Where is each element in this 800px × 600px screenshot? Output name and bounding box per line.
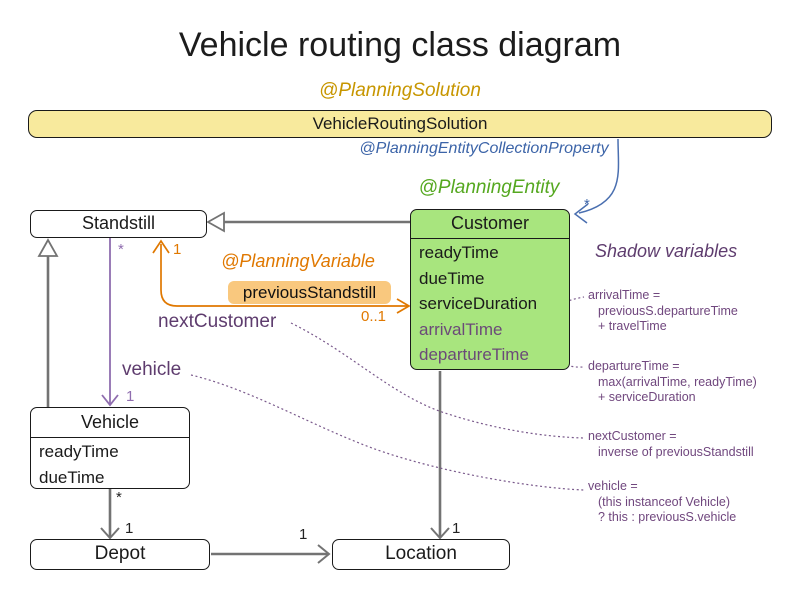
class-box-vehicle: Vehicle readyTime dueTime <box>30 407 190 489</box>
next-customer-label: nextCustomer <box>158 311 277 332</box>
multiplicity-solution-customers: * <box>584 196 590 213</box>
inheritance-arrow-customer-standstill <box>206 211 411 233</box>
class-box-depot: Depot <box>30 539 210 570</box>
note-line: inverse of previousStandstill <box>598 444 754 459</box>
class-box-vehicle-routing-solution: VehicleRoutingSolution <box>28 110 772 138</box>
shadow-variables-heading: Shadow variables <box>595 241 738 261</box>
annotation-planning-entity-collection-property: @PlanningEntityCollectionProperty <box>359 140 609 157</box>
shadow-note-next-customer: nextCustomer = inverse of previousStands… <box>588 429 754 460</box>
shadow-note-departure-time: departureTime = max(arrivalTime, readyTi… <box>588 359 757 406</box>
class-field: serviceDuration <box>419 294 538 313</box>
inheritance-arrow-vehicle-standstill <box>37 238 59 408</box>
note-line: ? this : previousS.vehicle <box>598 510 737 524</box>
previous-standstill-highlight-label: previousStandstill <box>228 281 391 304</box>
page-title: Vehicle routing class diagram <box>178 26 622 64</box>
note-line: vehicle = <box>588 479 638 493</box>
vehicle-association-label: vehicle <box>122 359 182 380</box>
planning-variable-arrow-previous-standstill <box>152 239 411 314</box>
collection-arrow-solution-customer <box>573 138 620 224</box>
class-field: readyTime <box>419 243 499 262</box>
class-name: Depot <box>94 543 146 564</box>
shadow-note-arrival-time: arrivalTime = previousS.departureTime + … <box>588 288 738 335</box>
multiplicity-vehicle-depot-target: 1 <box>125 520 134 537</box>
class-name: VehicleRoutingSolution <box>312 114 488 133</box>
class-field: dueTime <box>419 268 485 288</box>
shadow-note-vehicle: vehicle = (this instanceof Vehicle) ? th… <box>588 479 736 526</box>
multiplicity-depot-location-target: 1 <box>299 526 308 543</box>
class-shadow-field: departureTime <box>419 345 529 364</box>
class-name: Vehicle <box>80 412 140 432</box>
annotation-planning-entity: @PlanningEntity <box>418 177 560 198</box>
note-leader-next-customer <box>290 322 585 439</box>
annotation-planning-solution: @PlanningSolution <box>319 80 481 101</box>
class-box-standstill: Standstill <box>30 210 207 238</box>
annotation-planning-variable: @PlanningVariable <box>221 251 375 271</box>
association-arrow-depot-location <box>211 544 331 564</box>
class-name: Location <box>385 543 457 564</box>
note-line: arrivalTime = <box>588 288 661 302</box>
association-arrow-customer-location <box>430 371 450 540</box>
note-line: previousS.departureTime <box>598 303 738 318</box>
class-field: readyTime <box>39 442 119 461</box>
class-name: Customer <box>450 213 530 233</box>
note-line: (this instanceof Vehicle) <box>598 494 731 509</box>
association-arrow-vehicle-depot <box>100 489 120 540</box>
multiplicity-previous-standstill-target: 1 <box>173 241 182 258</box>
association-arrow-standstill-vehicle <box>101 238 119 407</box>
note-line: max(arrivalTime, readyTime) <box>598 374 757 389</box>
note-line: + travelTime <box>598 319 667 333</box>
class-box-location: Location <box>332 539 510 570</box>
class-field: dueTime <box>39 467 105 487</box>
note-line: departureTime = <box>588 359 680 373</box>
note-line: + serviceDuration <box>598 390 696 404</box>
class-shadow-field: arrivalTime <box>419 319 503 339</box>
multiplicity-previous-standstill-source: 0..1 <box>361 308 387 325</box>
class-name: Standstill <box>81 213 156 233</box>
class-box-customer: Customer readyTime dueTime serviceDurati… <box>410 209 570 370</box>
multiplicity-customer-location-target: 1 <box>452 520 461 537</box>
note-line: nextCustomer = <box>588 429 677 443</box>
note-leader-vehicle <box>190 374 585 491</box>
multiplicity-vehicle-target: 1 <box>126 388 135 405</box>
multiplicity-standstill-vehicles: * <box>118 241 124 258</box>
multiplicity-vehicle-depot-source: * <box>116 489 122 506</box>
